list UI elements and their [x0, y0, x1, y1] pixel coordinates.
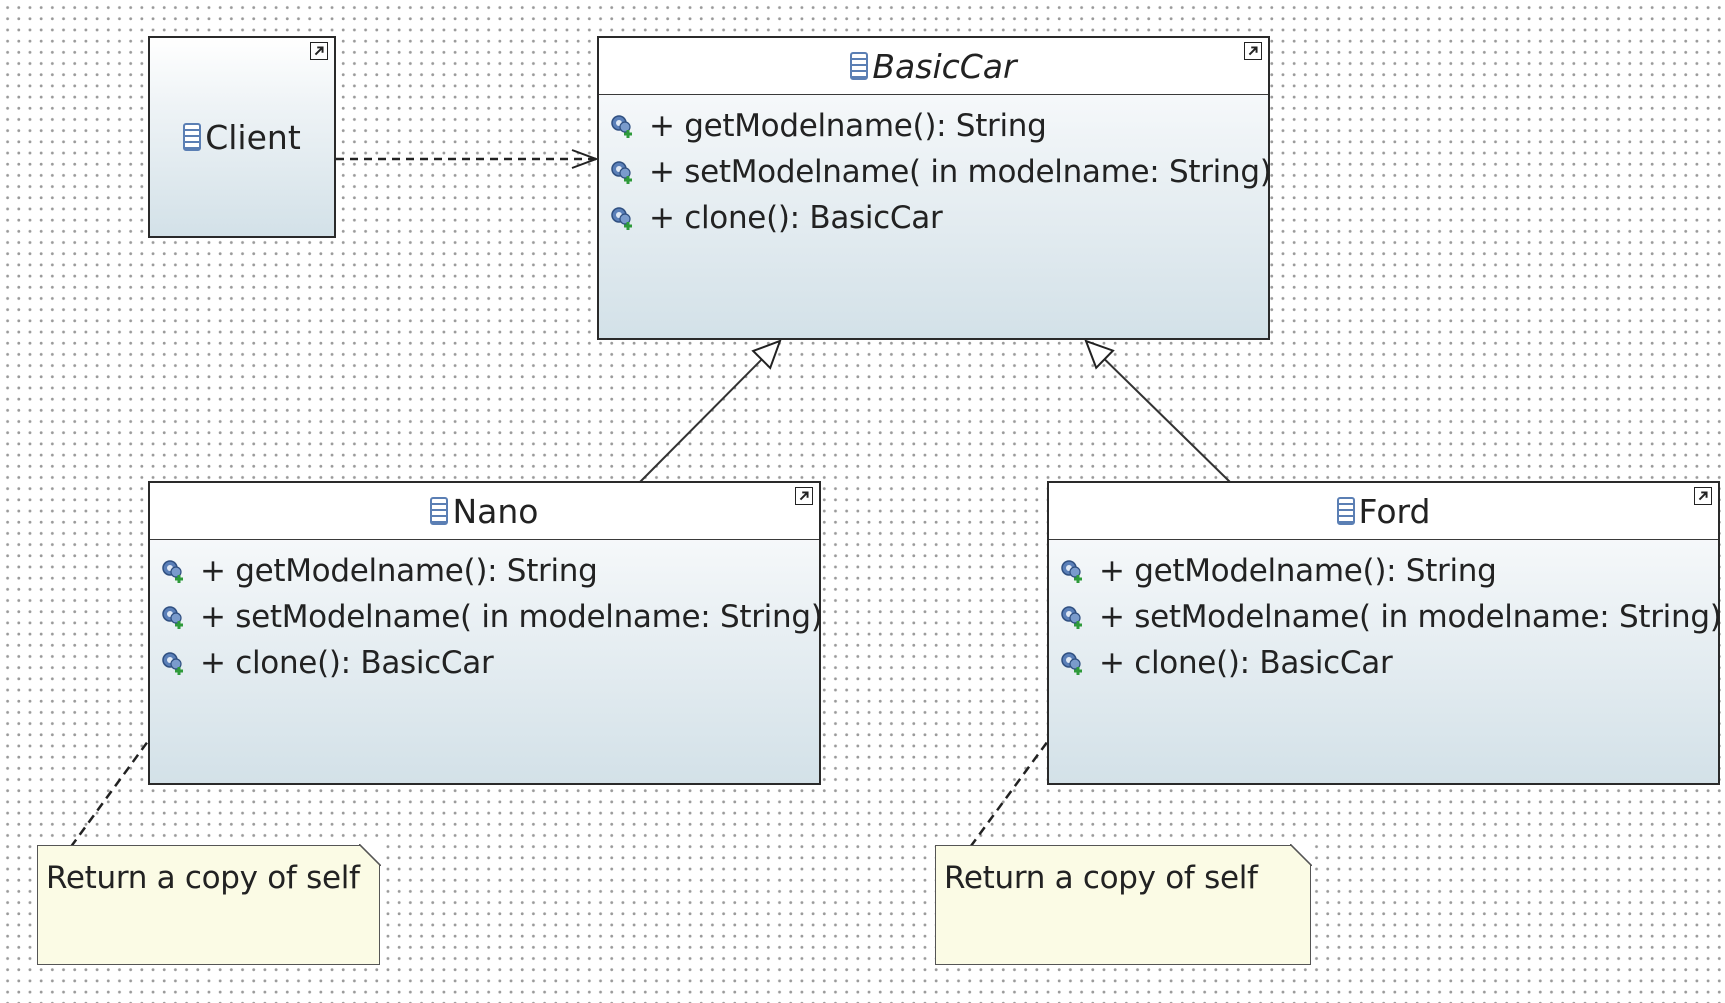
public-operation-icon	[609, 113, 635, 139]
method-row[interactable]: + setModelname( in modelname: String)	[1049, 594, 1722, 640]
public-operation-icon	[160, 558, 186, 584]
method-signature: + clone(): BasicCar	[1099, 645, 1393, 681]
class-name-ford: Ford	[1358, 491, 1431, 531]
class-header: Nano	[150, 483, 819, 540]
generalization-ford-basiccar[interactable]	[1086, 341, 1231, 483]
ford-class[interactable]: Ford + getModelname(): String + setModel…	[1047, 481, 1722, 785]
class-header: BasicCar	[599, 38, 1268, 95]
method-signature: + clone(): BasicCar	[200, 645, 494, 681]
method-row[interactable]: + getModelname(): String	[599, 103, 1268, 149]
method-signature: + setModelname( in modelname: String)	[649, 154, 1272, 190]
generalization-nano-basiccar[interactable]	[639, 341, 780, 483]
method-row[interactable]: + clone(): BasicCar	[150, 640, 819, 686]
shortcut-arrow-icon[interactable]	[1244, 42, 1262, 60]
method-row[interactable]: + setModelname( in modelname: String)	[599, 149, 1272, 195]
operations-compartment: + getModelname(): String + setModelname(…	[150, 540, 823, 686]
method-signature: + getModelname(): String	[200, 553, 598, 589]
method-row[interactable]: + clone(): BasicCar	[1049, 640, 1718, 686]
public-operation-icon	[1059, 558, 1085, 584]
class-name-nano: Nano	[452, 491, 539, 531]
public-operation-icon	[609, 159, 635, 185]
public-operation-icon	[160, 604, 186, 630]
note-text: Return a copy of self	[46, 860, 360, 896]
note-nano-clone[interactable]: Return a copy of self	[37, 844, 381, 965]
method-row[interactable]: + getModelname(): String	[150, 548, 819, 594]
method-row[interactable]: + clone(): BasicCar	[599, 195, 1268, 241]
method-signature: + setModelname( in modelname: String)	[1099, 599, 1722, 635]
shortcut-arrow-icon[interactable]	[310, 42, 328, 60]
basiccar-class[interactable]: BasicCar + getModelname(): String + setM…	[597, 36, 1272, 340]
class-name-basiccar: BasicCar	[872, 46, 1017, 86]
class-icon	[183, 123, 202, 151]
nano-class[interactable]: Nano + getModelname(): String + setModel…	[148, 481, 823, 785]
note-text: Return a copy of self	[944, 860, 1258, 896]
operations-compartment: + getModelname(): String + setModelname(…	[599, 95, 1272, 241]
note-ford-clone[interactable]: Return a copy of self	[935, 844, 1312, 965]
class-icon	[430, 497, 449, 525]
method-signature: + getModelname(): String	[649, 108, 1047, 144]
client-class[interactable]: Client	[148, 36, 336, 238]
note-fold-corner	[1290, 844, 1312, 866]
public-operation-icon	[1059, 650, 1085, 676]
method-signature: + setModelname( in modelname: String)	[200, 599, 823, 635]
shortcut-arrow-icon[interactable]	[795, 487, 813, 505]
method-signature: + getModelname(): String	[1099, 553, 1497, 589]
method-signature: + clone(): BasicCar	[649, 200, 943, 236]
class-icon	[850, 52, 869, 80]
class-name-client: Client	[205, 117, 301, 157]
public-operation-icon	[1059, 604, 1085, 630]
class-icon	[1336, 497, 1355, 525]
public-operation-icon	[609, 205, 635, 231]
note-fold-corner	[359, 844, 381, 866]
method-row[interactable]: + setModelname( in modelname: String)	[150, 594, 823, 640]
public-operation-icon	[160, 650, 186, 676]
class-header: Ford	[1049, 483, 1718, 540]
shortcut-arrow-icon[interactable]	[1694, 487, 1712, 505]
method-row[interactable]: + getModelname(): String	[1049, 548, 1718, 594]
operations-compartment: + getModelname(): String + setModelname(…	[1049, 540, 1722, 686]
